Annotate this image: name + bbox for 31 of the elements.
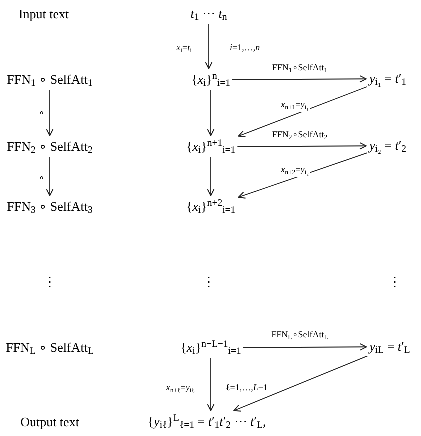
arrow xyxy=(46,90,54,136)
math-expression: y$_{iL}$ = t′$_{L}$ xyxy=(370,338,410,356)
arrow xyxy=(238,86,368,138)
label-text: Output text xyxy=(20,413,80,432)
ellipsis: ⋮ xyxy=(44,273,56,292)
arrow xyxy=(205,24,213,70)
math-expression: FFN$_{2}$ ∘ SelfAtt$_{2}$ xyxy=(7,138,93,156)
arrow xyxy=(238,152,368,199)
edge-label: FFN$_{1}$∘SelfAtt$_{1}$ xyxy=(271,61,329,75)
edge-label: FFN$_{L}$∘SelfAtt$_{L}$ xyxy=(270,328,330,342)
ellipsis: ⋮ xyxy=(202,273,216,292)
math-expression: FFN$_{1}$ ∘ SelfAtt$_{1}$ xyxy=(7,72,93,88)
arrow xyxy=(242,343,368,351)
math-expression: {y$_{iℓ}$}$^{L}$$_{ℓ=1}$ = t′$_{1}$t′$_{2}$ ⋯ t′$_{L}$, xyxy=(148,414,266,430)
math-expression: t$_{1}$ ⋯ t$_{n}$ xyxy=(190,6,228,22)
arrow xyxy=(46,156,54,196)
edge-label: FFN$_{2}$∘SelfAtt$_{2}$ xyxy=(271,128,329,142)
range-note: i=1,…,n xyxy=(230,41,260,54)
arrow xyxy=(232,75,367,83)
range-note: ℓ=1,…,L−1 xyxy=(226,381,268,394)
label-text: Input text xyxy=(18,5,70,24)
math-expression: y$_{i₁}$ = t′$_{1}$ xyxy=(369,70,407,88)
arrow xyxy=(207,90,215,136)
arrow xyxy=(237,142,367,150)
arrow xyxy=(234,356,368,412)
arrow xyxy=(207,156,215,196)
ellipsis: ⋮ xyxy=(388,273,402,292)
math-expression: FFN$_{L}$ ∘ SelfAtt$_{L}$ xyxy=(6,340,94,356)
math-expression: y$_{i₂}$ = t′$_{2}$ xyxy=(369,138,407,154)
math-expression: FFN$_{3}$ ∘ SelfAtt$_{3}$ xyxy=(7,198,93,216)
arrow xyxy=(207,358,215,412)
